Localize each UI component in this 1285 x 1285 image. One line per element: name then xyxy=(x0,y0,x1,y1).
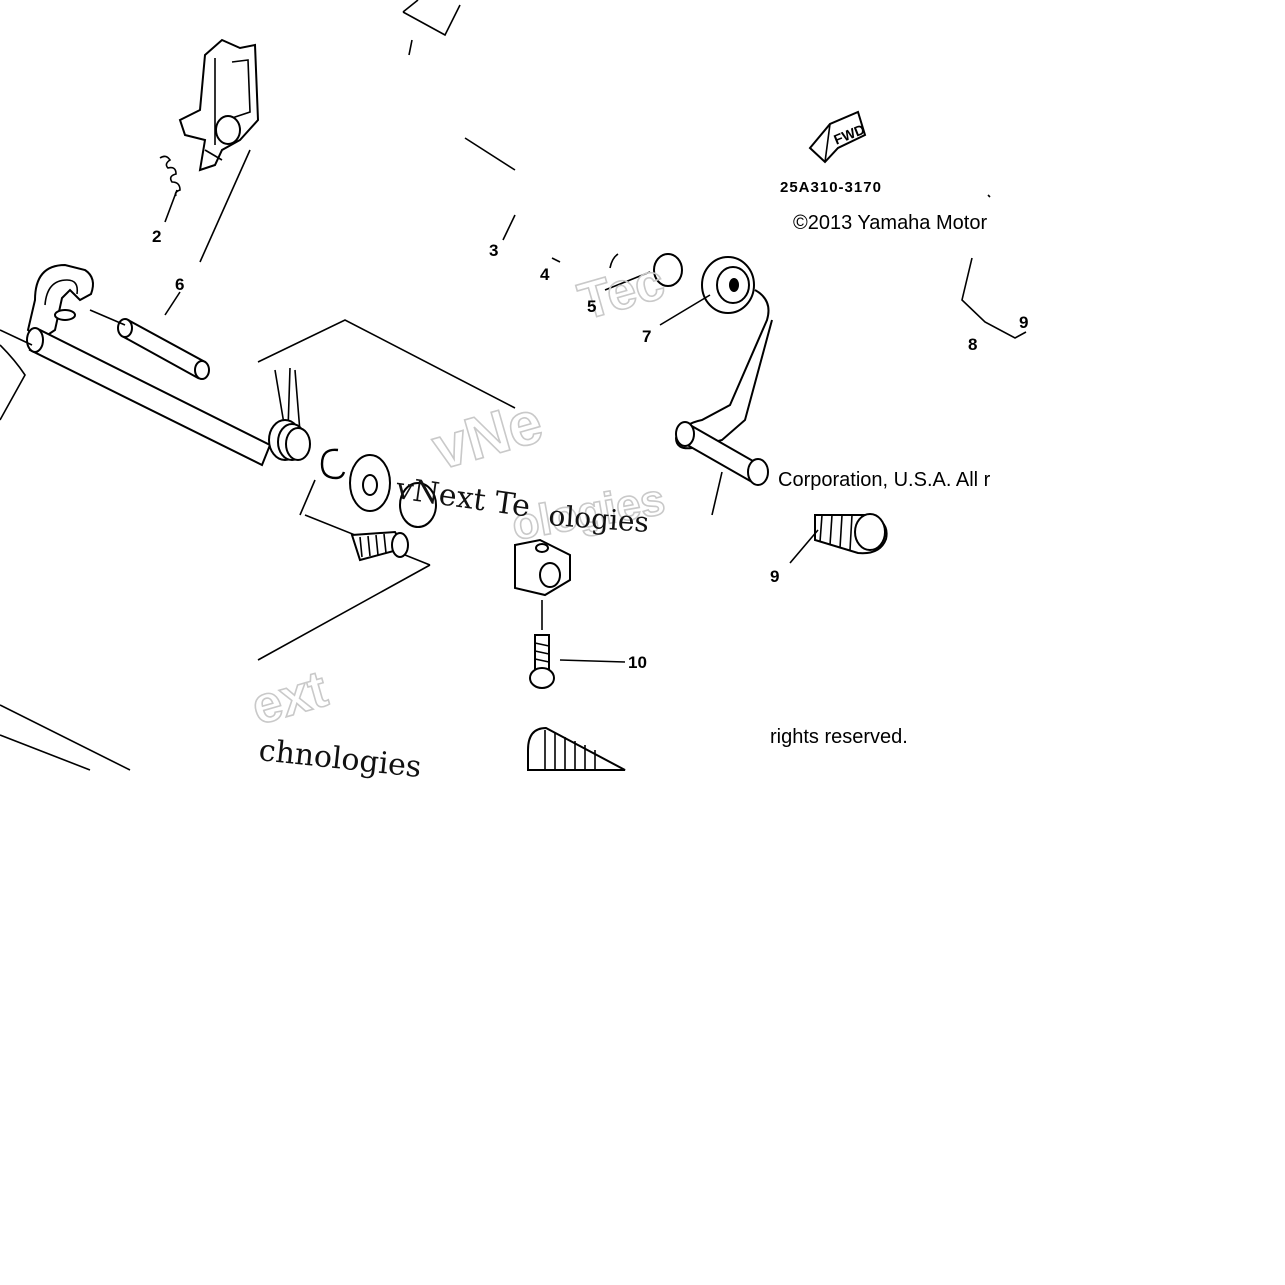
part-1-fragment xyxy=(402,0,461,56)
callout-3: 3 xyxy=(489,241,498,260)
callout-7: 7 xyxy=(642,327,651,346)
watermark-outline-2: Tec xyxy=(572,252,670,331)
callout-5: 5 xyxy=(587,297,596,316)
circlip xyxy=(299,448,346,516)
callout-labels: 2 3 4 5 6 7 8 9 9 10 xyxy=(152,227,1028,672)
tile-top-middle xyxy=(464,137,516,241)
tile-center xyxy=(551,253,773,516)
splined-end xyxy=(350,530,409,562)
tile-bottom-right xyxy=(789,513,888,564)
shift-arm xyxy=(178,38,260,172)
boundary-line xyxy=(257,319,516,409)
shift-pedal-arm xyxy=(674,289,773,516)
torsion-spring xyxy=(268,367,311,461)
tile-mid-left xyxy=(0,263,516,528)
tile-top-left xyxy=(159,0,461,263)
hook-lever xyxy=(26,263,94,342)
boundary-line-top xyxy=(464,137,516,171)
tile-bottom-left xyxy=(0,514,431,771)
copyright-line-2: Corporation, U.S.A. All r xyxy=(778,469,991,491)
watermark-layer: vNe Tec ext ologies vNext Te ologies chn… xyxy=(245,251,672,785)
callout-9-top: 9 xyxy=(1019,313,1028,332)
boundary-line-lower xyxy=(257,564,431,661)
watermark-serif-2: ologies xyxy=(548,499,651,539)
spring-part-2 xyxy=(159,155,181,223)
bushing xyxy=(653,253,683,287)
callout-9-bottom: 9 xyxy=(770,567,779,586)
rubber-grip-lower xyxy=(527,726,626,771)
watermark-outline-1: vNe xyxy=(425,388,549,483)
dowel-pin-part-6 xyxy=(89,291,210,380)
copyright-notice: ©2013 Yamaha Motor Corporation, U.S.A. A… xyxy=(770,212,991,748)
rubber-grip-upper xyxy=(789,513,888,564)
copyright-line-3: rights reserved. xyxy=(770,726,908,748)
leader-line xyxy=(199,149,251,263)
leader-lines-8-9 xyxy=(961,257,1027,339)
callout-4: 4 xyxy=(540,265,550,284)
tile-top-right: FWD xyxy=(808,110,1027,339)
copyright-line-1: ©2013 Yamaha Motor xyxy=(793,212,987,234)
shift-shaft xyxy=(0,327,272,467)
washer xyxy=(349,454,437,528)
leader-line xyxy=(502,214,516,241)
callout-10: 10 xyxy=(628,653,647,672)
leader-5 xyxy=(609,253,619,269)
callout-8: 8 xyxy=(968,335,977,354)
shaft-end xyxy=(0,704,131,771)
bearing-part-7 xyxy=(659,256,755,326)
tile-bottom-middle xyxy=(514,538,626,771)
clamp-block xyxy=(514,538,571,630)
callout-2: 2 xyxy=(152,227,161,246)
watermark-outline-3: ext xyxy=(245,660,333,736)
part-code: 25A310-3170 xyxy=(780,179,882,196)
bolt-part-10 xyxy=(529,634,626,689)
watermark-serif-3: chnologies xyxy=(257,733,423,785)
fwd-arrow-icon: FWD xyxy=(808,110,867,164)
callout-6: 6 xyxy=(175,275,184,294)
